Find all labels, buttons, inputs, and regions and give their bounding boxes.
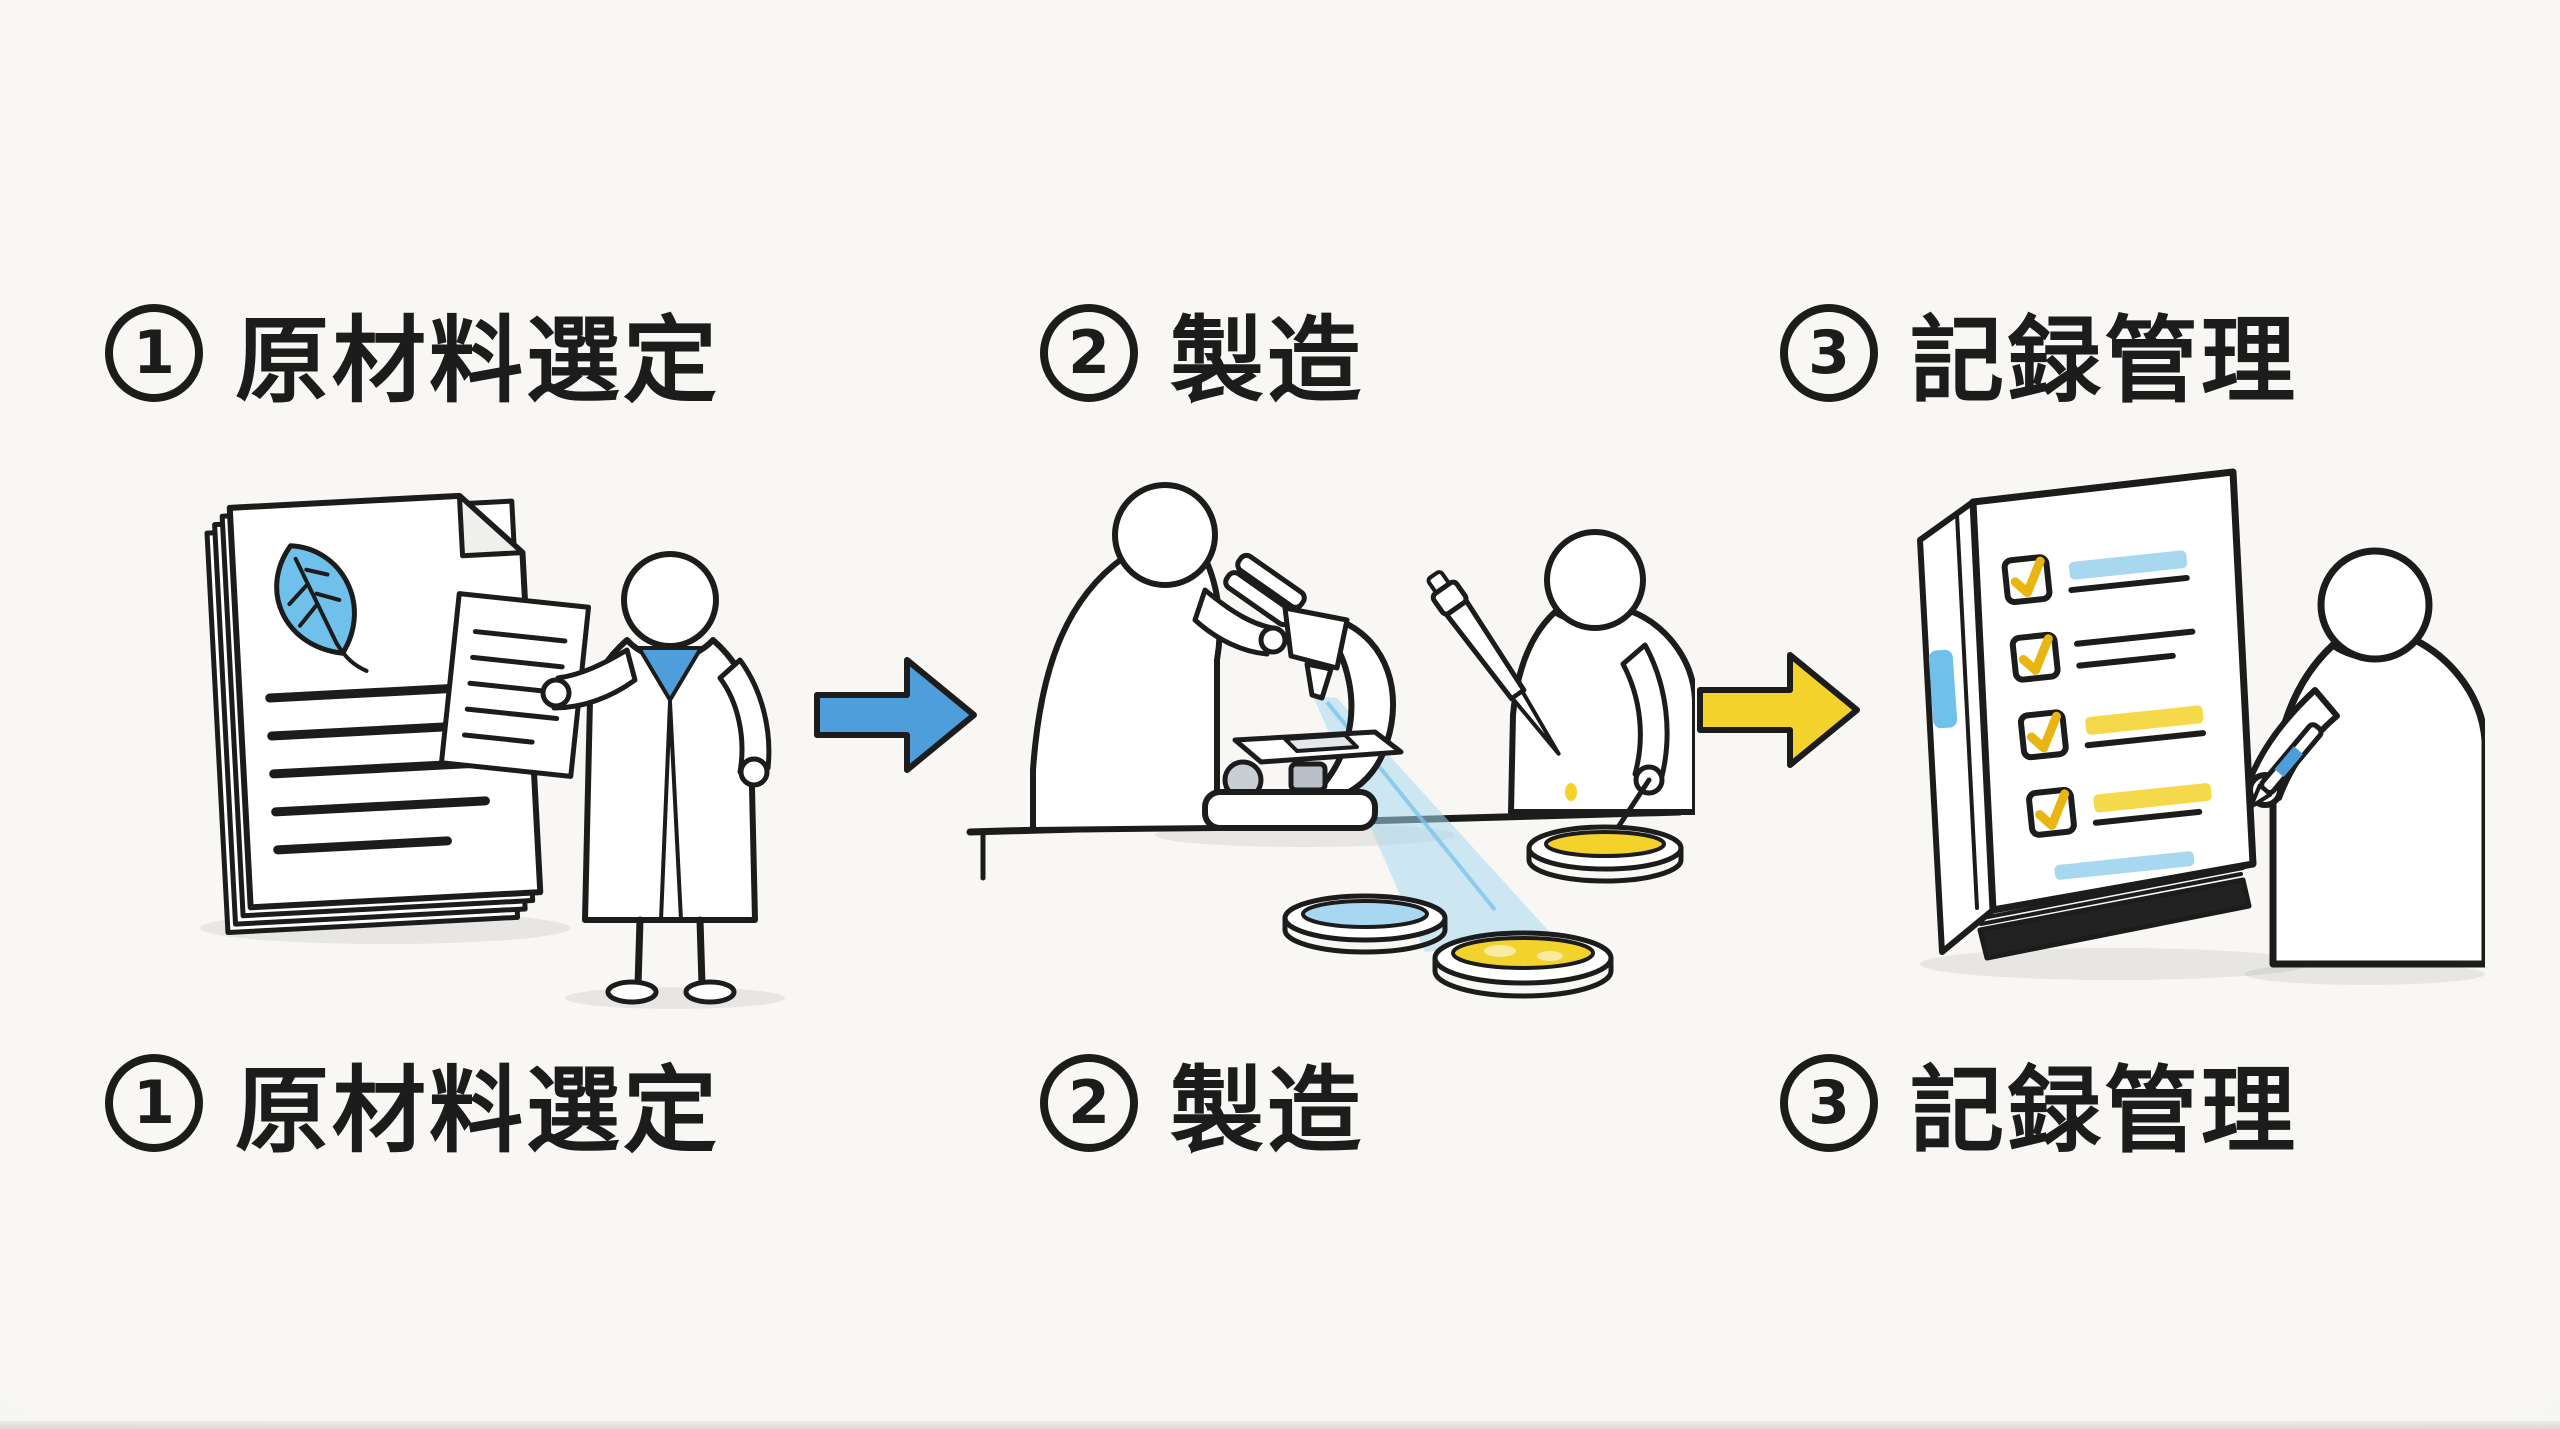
step2-number-badge: 2 (1040, 1054, 1138, 1152)
bottom-edge-artifact (0, 1421, 2560, 1429)
step3-illustration (1917, 468, 2485, 985)
leaf-icon (274, 543, 369, 673)
step1-label-bottom: 1 原材料選定 (105, 1035, 720, 1171)
spine-tab (1928, 649, 1958, 729)
arrow-step1-to-step2-icon (814, 657, 977, 773)
step2-label-top: 2 製造 (1040, 285, 1364, 421)
step1-label-text: 原材料選定 (235, 307, 721, 416)
arrow-step2-to-step3-icon (1697, 652, 1860, 768)
step1-label-top: 1 原材料選定 (105, 285, 720, 421)
petri-dish-sample-icon (1526, 824, 1684, 884)
ring-binder-icon (1917, 468, 2257, 961)
writer-figure (2246, 547, 2485, 968)
scientist-figure (540, 551, 772, 1005)
step2-number-badge: 2 (1040, 304, 1138, 402)
step2-illustration (966, 482, 1695, 999)
researcher-figure (1030, 482, 1288, 833)
step2-label-text: 製造 (1170, 307, 1365, 416)
petri-dish-empty-icon (1282, 893, 1448, 955)
step1-label-text: 原材料選定 (235, 1057, 721, 1166)
step1-number-badge: 1 (105, 1054, 203, 1152)
step2-label-bottom: 2 製造 (1040, 1035, 1364, 1171)
step3-label-top: 3 記録管理 (1780, 285, 2298, 421)
step2-label-text: 製造 (1170, 1057, 1365, 1166)
petri-dish-culture-icon (1432, 930, 1614, 999)
assistant-figure (1508, 529, 1695, 841)
pen-icon (2248, 722, 2324, 809)
droplet (1565, 783, 1577, 801)
micropipette-icon (1426, 570, 1561, 756)
step3-label-text: 記録管理 (1910, 307, 2299, 416)
step3-label-bottom: 3 記録管理 (1780, 1035, 2298, 1171)
step1-number-badge: 1 (105, 304, 203, 402)
checklist-icon (2001, 550, 2212, 880)
microscope-icon (1202, 552, 1404, 831)
step3-number-badge: 3 (1780, 304, 1878, 402)
document-stack-icon (204, 492, 544, 936)
step3-label-text: 記録管理 (1910, 1057, 2299, 1166)
step1-illustration (200, 492, 785, 1009)
step3-number-badge: 3 (1780, 1054, 1878, 1152)
